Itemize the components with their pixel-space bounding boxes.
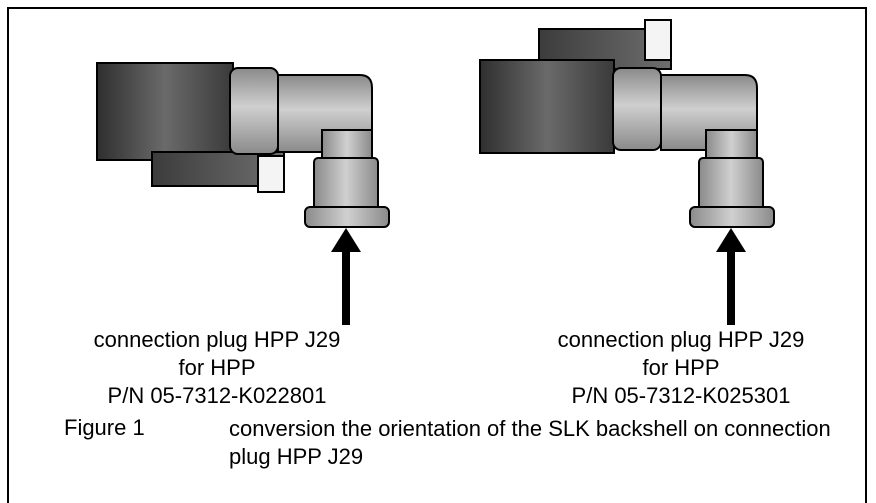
left-plug-line1: connection plug HPP J29 bbox=[93, 327, 341, 352]
right-plug-part-number: P/N 05-7312-K025301 bbox=[571, 383, 791, 408]
left-plug-part-number: P/N 05-7312-K022801 bbox=[107, 383, 327, 408]
right-plug-line1: connection plug HPP J29 bbox=[557, 327, 805, 352]
figure-label: Figure 1 bbox=[64, 415, 145, 440]
left-plug-caption: connection plug HPP J29 for HPP P/N 05-7… bbox=[37, 326, 397, 410]
left-plug-line2: for HPP bbox=[178, 355, 256, 380]
figure-caption: conversion the orientation of the SLK ba… bbox=[229, 416, 831, 469]
right-plug-caption: connection plug HPP J29 for HPP P/N 05-7… bbox=[501, 326, 861, 410]
figure-frame bbox=[7, 7, 867, 503]
right-connector-drawing bbox=[479, 19, 775, 325]
left-connector-drawing bbox=[96, 62, 390, 325]
connector-illustrations bbox=[96, 19, 775, 325]
right-plug-line2: for HPP bbox=[642, 355, 720, 380]
